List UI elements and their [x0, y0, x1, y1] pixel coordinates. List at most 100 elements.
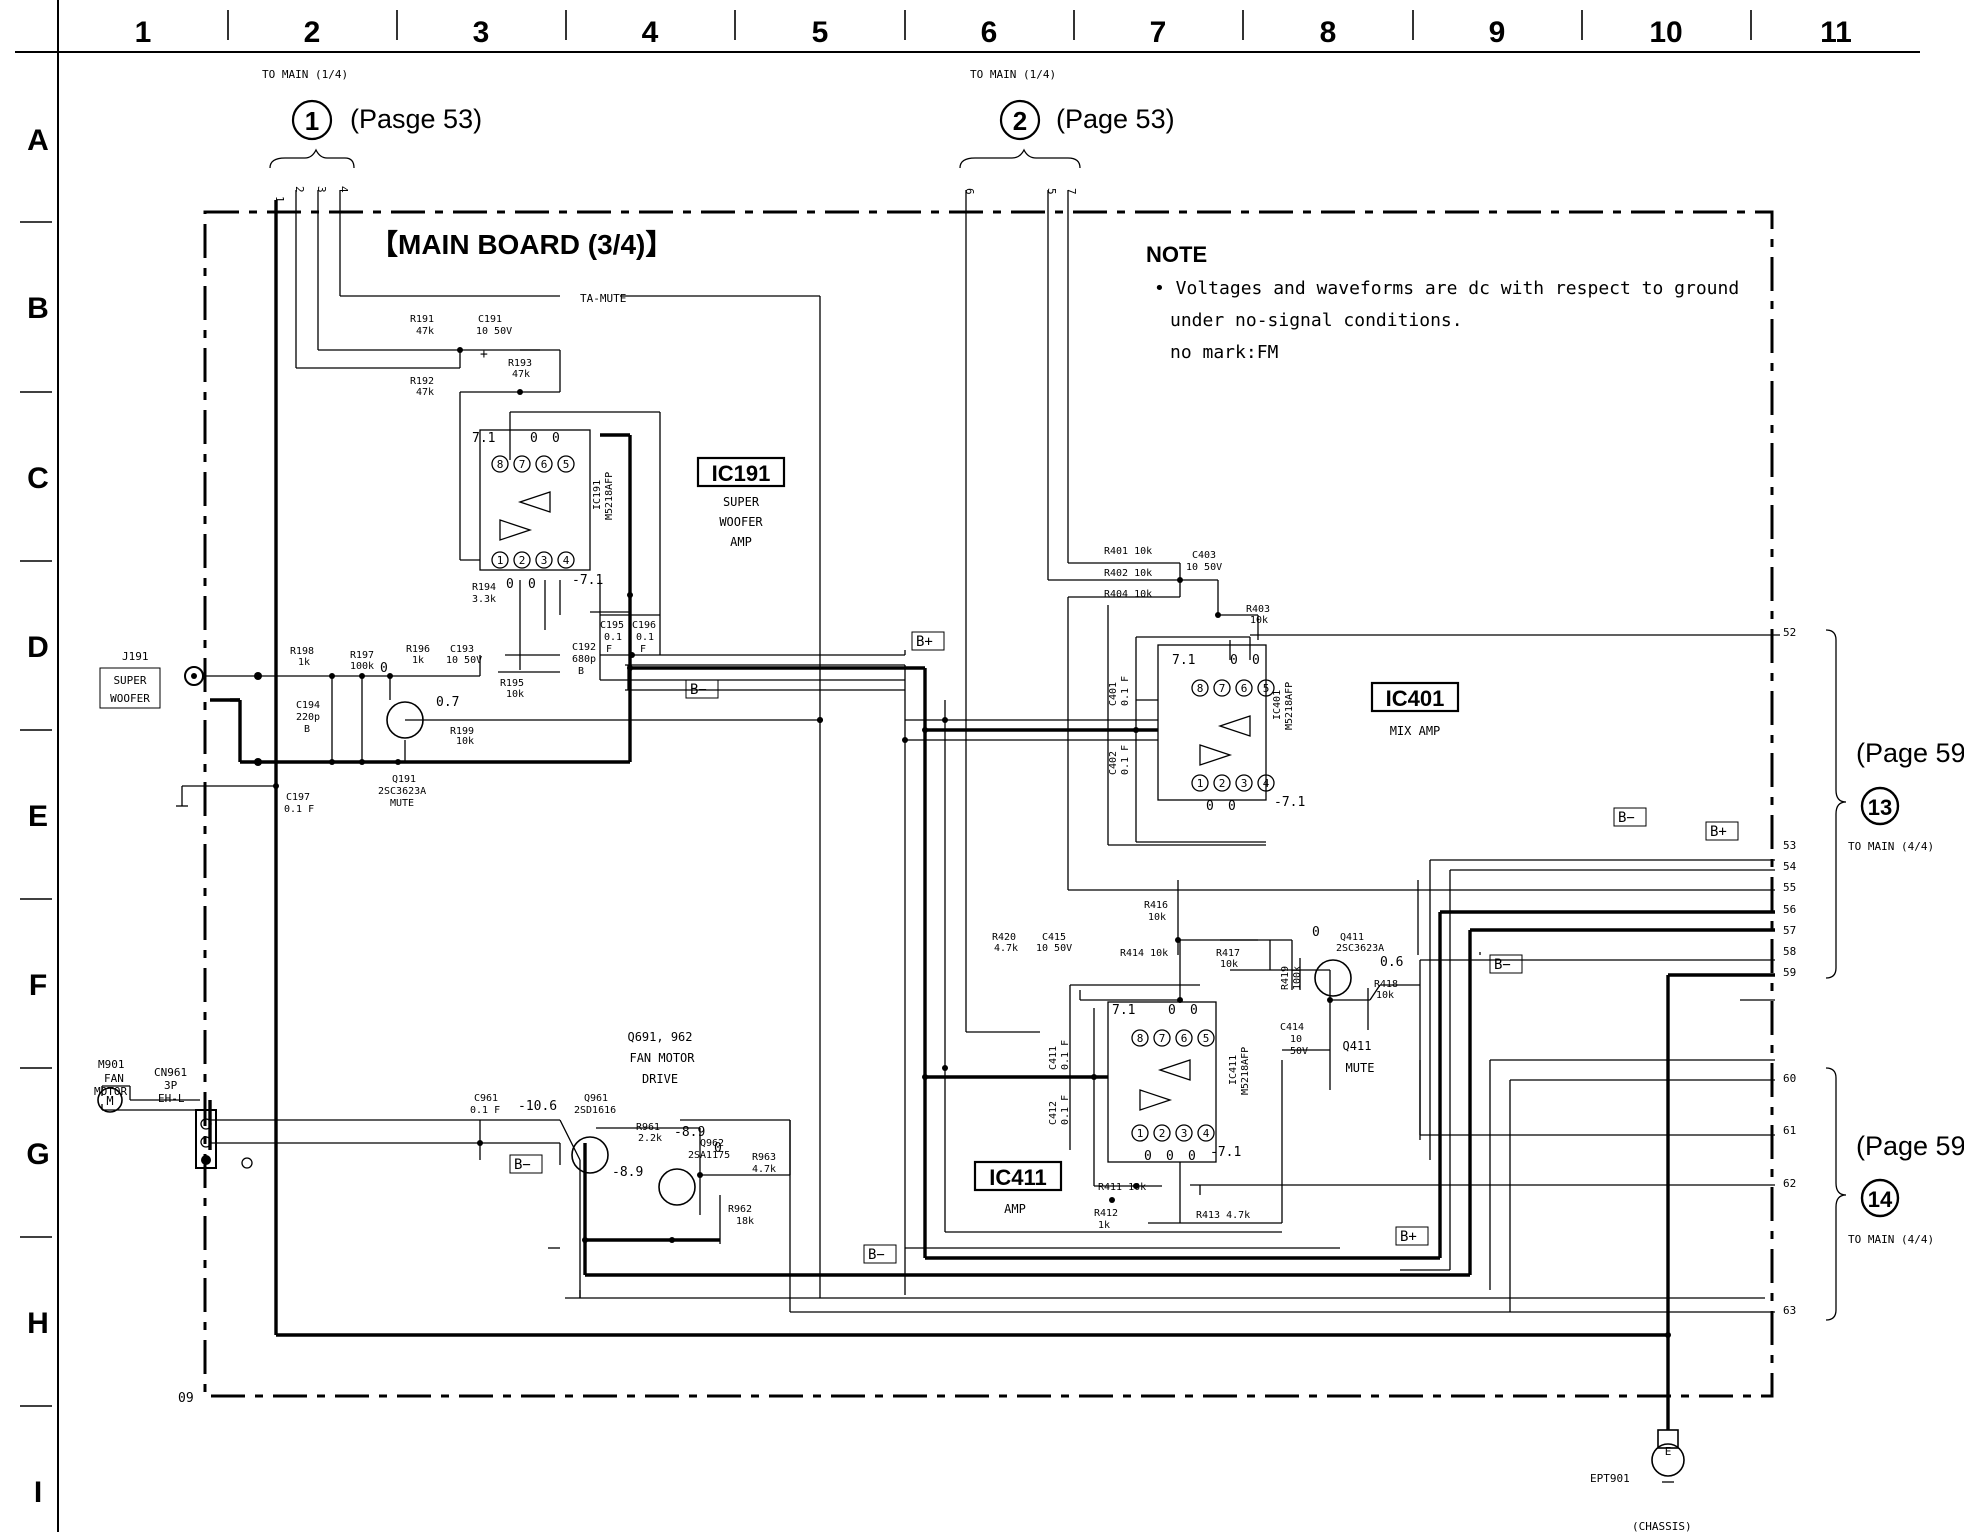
svg-text:R962: R962: [728, 1204, 752, 1215]
svg-text:C412: C412: [1048, 1101, 1059, 1125]
svg-text:(Pasge 53): (Pasge 53): [350, 104, 482, 134]
svg-text:under no-signal conditions.: under no-signal conditions.: [1170, 310, 1463, 331]
svg-text:AMP: AMP: [730, 535, 752, 549]
svg-text:10 50V: 10 50V: [476, 326, 512, 337]
row-label: C: [27, 462, 49, 495]
svg-text:-8.9: -8.9: [674, 1125, 705, 1140]
svg-text:MOTOR: MOTOR: [94, 1085, 127, 1098]
svg-text:0.1 F: 0.1 F: [1120, 676, 1131, 706]
svg-text:+: +: [480, 347, 488, 362]
svg-text:MUTE: MUTE: [1346, 1061, 1375, 1075]
ic191: IC191 SUPER WOOFER AMP IC191 M5218AFP: [592, 456, 786, 549]
svg-text:MUTE: MUTE: [390, 798, 414, 809]
svg-text:Q691, 962: Q691, 962: [627, 1030, 692, 1044]
svg-text:0: 0: [1230, 653, 1238, 668]
svg-text:B−: B−: [1618, 810, 1635, 826]
svg-text:7: 7: [1219, 682, 1226, 695]
svg-text:6: 6: [963, 188, 976, 195]
col-label: 8: [1320, 16, 1337, 49]
svg-text:M5218AFP: M5218AFP: [1284, 682, 1295, 730]
svg-text:3: 3: [315, 186, 328, 193]
row-label: B: [27, 292, 49, 325]
svg-text:Q411: Q411: [1340, 932, 1364, 943]
svg-text:M5218AFP: M5218AFP: [604, 472, 615, 520]
svg-text:0: 0: [1228, 799, 1236, 814]
ic401: IC401 MIX AMP IC401 M5218AFP: [1272, 682, 1460, 738]
svg-text:5: 5: [1263, 682, 1270, 695]
svg-text:IC191: IC191: [592, 480, 603, 510]
drive-label: Q691, 962 FAN MOTOR DRIVE: [627, 1030, 695, 1086]
row-label: D: [27, 631, 49, 664]
svg-text:CN961: CN961: [154, 1066, 187, 1079]
svg-text:5: 5: [1203, 1032, 1210, 1045]
svg-text:R199: R199: [450, 726, 474, 737]
svg-text:R416: R416: [1144, 900, 1168, 911]
svg-text:R401 10k: R401 10k: [1104, 546, 1152, 557]
svg-text:220p: 220p: [296, 712, 320, 723]
svg-text:7: 7: [1065, 188, 1078, 195]
svg-text:0.1 F: 0.1 F: [1120, 745, 1131, 775]
svg-text:C194: C194: [296, 700, 320, 711]
board-title: 【MAIN BOARD (3/4)】: [370, 229, 673, 260]
svg-text:(CHASSIS): (CHASSIS): [1632, 1520, 1692, 1532]
svg-text:E: E: [1665, 1445, 1672, 1458]
svg-text:2SC3623A: 2SC3623A: [378, 786, 426, 797]
svg-text:R198: R198: [290, 646, 314, 657]
svg-text:5: 5: [1045, 188, 1058, 195]
svg-text:R414 10k: R414 10k: [1120, 948, 1168, 959]
svg-text:3: 3: [1241, 777, 1248, 790]
row-label: I: [34, 1476, 42, 1509]
svg-text:TO MAIN (4/4): TO MAIN (4/4): [1848, 1233, 1934, 1246]
svg-text:0: 0: [506, 577, 514, 592]
svg-text:-7.1: -7.1: [572, 573, 603, 588]
svg-text:63: 63: [1783, 1304, 1796, 1317]
svg-text:C411: C411: [1048, 1046, 1059, 1070]
row-label: H: [27, 1307, 49, 1340]
row-label: F: [29, 969, 47, 1002]
svg-text:57: 57: [1783, 924, 1796, 937]
svg-text:10k: 10k: [1148, 912, 1166, 923]
svg-text:3: 3: [541, 554, 548, 567]
svg-text:4.7k: 4.7k: [752, 1164, 776, 1175]
svg-text:• Voltages and waveforms are d: • Voltages and waveforms are dc with res…: [1154, 278, 1739, 299]
col-label: 3: [473, 16, 490, 49]
col-label: 10: [1649, 16, 1682, 49]
svg-text:7.1: 7.1: [1172, 653, 1195, 668]
svg-text:C196: C196: [632, 620, 656, 631]
ic401-pins: 8 7 6 5 1 2 3 4: [1191, 679, 1275, 792]
svg-text:10 50V: 10 50V: [446, 655, 482, 666]
svg-text:IC411: IC411: [1228, 1055, 1239, 1085]
svg-text:0: 0: [530, 431, 538, 446]
svg-text:3: 3: [1181, 1127, 1188, 1140]
svg-text:4: 4: [563, 554, 570, 567]
col-label: 4: [642, 16, 659, 49]
row-label: G: [26, 1138, 49, 1171]
svg-text:C961: C961: [474, 1093, 498, 1104]
svg-text:14: 14: [1868, 1187, 1893, 1212]
svg-text:FAN MOTOR: FAN MOTOR: [629, 1051, 695, 1065]
svg-text:58: 58: [1783, 945, 1796, 958]
wiring: [101, 190, 1780, 1483]
svg-text:B−: B−: [514, 1157, 531, 1173]
svg-text:R411 10k: R411 10k: [1098, 1182, 1146, 1193]
svg-text:TO MAIN (1/4): TO MAIN (1/4): [262, 68, 348, 81]
svg-text:Q961: Q961: [584, 1093, 608, 1104]
fan-motor: M901 FAN MOTOR M CN961 3P EH-L: [94, 1058, 253, 1169]
svg-text:0: 0: [528, 577, 536, 592]
svg-text:0: 0: [380, 661, 388, 676]
brace-13: (Page 59) 13 TO MAIN (4/4): [1825, 629, 1964, 979]
svg-text:Q411: Q411: [1343, 1039, 1372, 1053]
svg-text:0: 0: [1188, 1149, 1196, 1164]
svg-text:10k: 10k: [1250, 615, 1268, 626]
svg-text:EH-L: EH-L: [158, 1092, 185, 1105]
svg-text:2SD1616: 2SD1616: [574, 1105, 616, 1116]
svg-text:R418: R418: [1374, 979, 1398, 990]
svg-text:R963: R963: [752, 1152, 776, 1163]
ic411: IC411 AMP IC411 M5218AFP: [973, 1047, 1251, 1216]
svg-text:B+: B+: [916, 634, 933, 650]
svg-text:2: 2: [293, 186, 306, 193]
col-label: 1: [135, 16, 152, 49]
svg-text:13: 13: [1868, 795, 1892, 820]
svg-text:0: 0: [1252, 653, 1260, 668]
svg-text:56: 56: [1783, 903, 1796, 916]
